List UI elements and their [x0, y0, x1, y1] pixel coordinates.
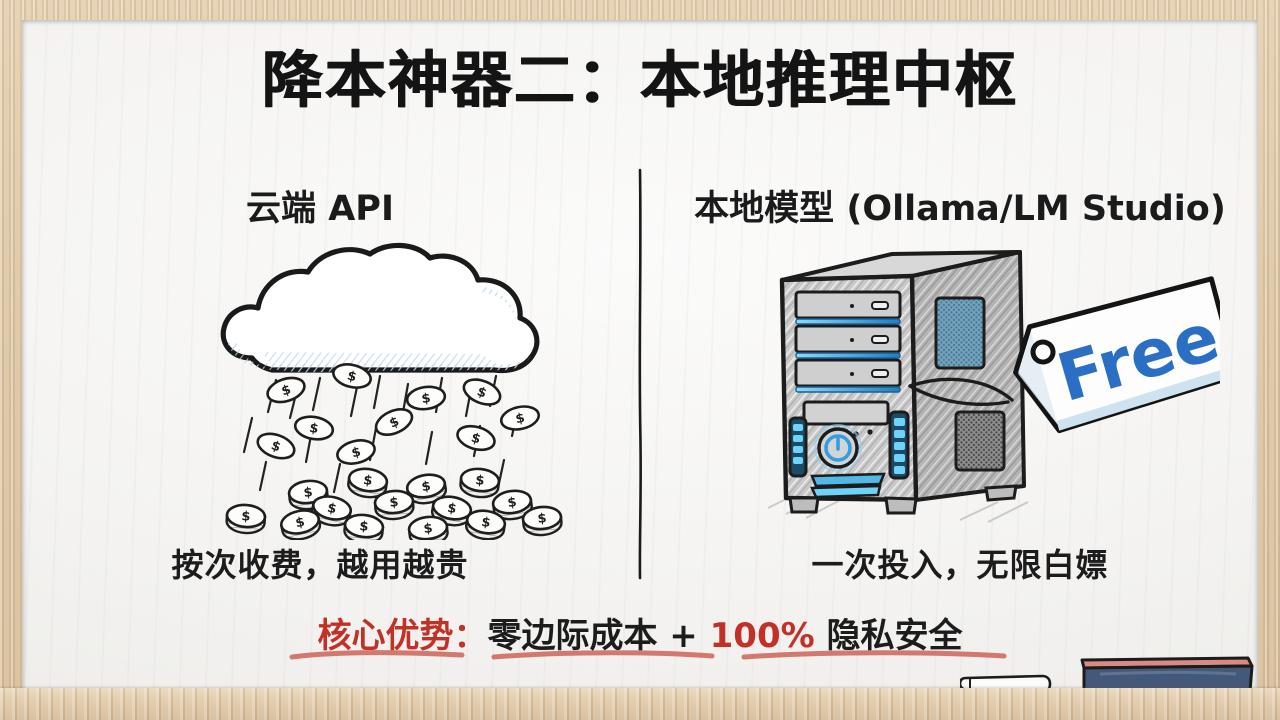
key-advantage-part-one: 零边际成本 + [487, 616, 710, 656]
key-advantage-highlight: 100% [709, 616, 815, 656]
desktop-pc-illustration: Free [767, 250, 1220, 523]
cloud-column-heading: 云端 API [246, 189, 394, 229]
vertical-divider [638, 168, 642, 580]
key-advantage-line: 核心优势：零边际成本 + 100% 隐私安全 [0, 608, 1280, 657]
board-ledge [0, 688, 1280, 720]
page-title: 降本神器二：本地推理中枢 [261, 45, 1018, 116]
key-advantage-part-two: 隐私安全 [814, 616, 963, 656]
key-advantage-label: 核心优势： [317, 616, 488, 656]
rain-cloud-with-coins-illustration: $ [220, 242, 580, 540]
cloud-column-caption: 按次收费，越用越贵 [171, 546, 469, 584]
local-column-heading: 本地模型 (Ollama/LM Studio) [694, 189, 1226, 229]
key-advantage-underlines [289, 650, 1007, 660]
local-column-caption: 一次投入，无限白嫖 [811, 546, 1109, 584]
